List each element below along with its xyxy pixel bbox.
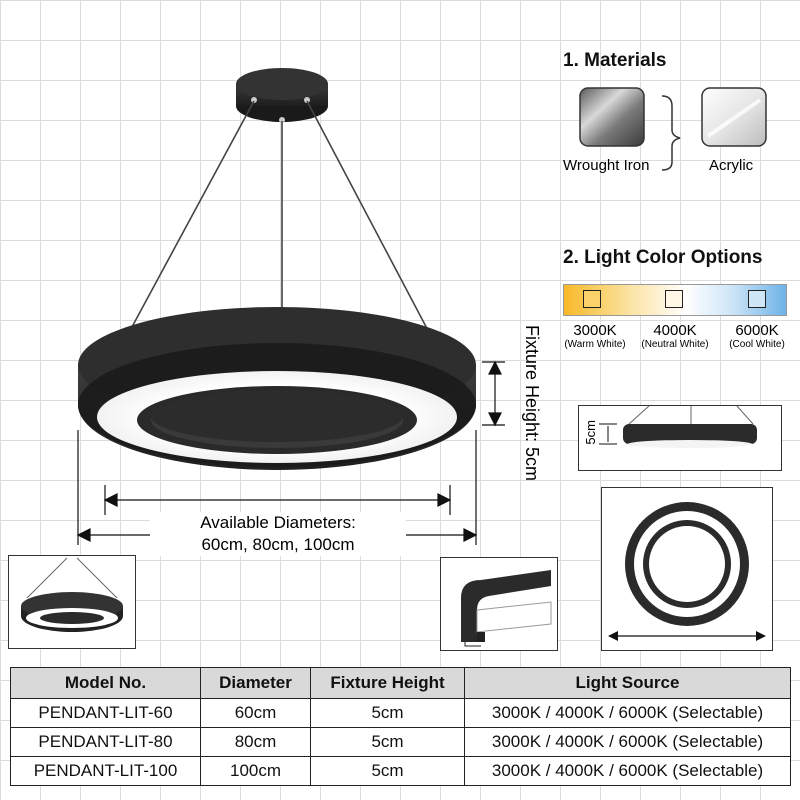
bracket-connector: [661, 95, 681, 171]
bottom-view-illustration: [608, 502, 766, 641]
acrylic-texture-icon: [701, 87, 767, 147]
color-option-6000k: 6000K (Cool White): [716, 322, 798, 350]
cell-diameter: 100cm: [200, 756, 311, 786]
header-model: Model No.: [10, 667, 201, 699]
spec-table: Model No. Diameter Fixture Height Light …: [10, 667, 791, 786]
perspective-view-box: [8, 555, 136, 649]
side-view-illustration: [599, 405, 757, 448]
bottom-view-box: [601, 487, 773, 651]
side-view-box: 5cm: [578, 405, 782, 471]
side-view-height-label: 5cm: [583, 420, 598, 445]
cell-light-source: 3000K / 4000K / 6000K (Selectable): [464, 698, 791, 728]
cell-height: 5cm: [310, 727, 465, 757]
table-row: PENDANT-LIT-100 100cm 5cm 3000K / 4000K …: [10, 756, 791, 786]
color-option-4000k: 4000K (Neutral White): [632, 322, 718, 350]
perspective-view-illustration: [21, 557, 123, 632]
cell-light-source: 3000K / 4000K / 6000K (Selectable): [464, 756, 791, 786]
header-light-source: Light Source: [464, 667, 791, 699]
cell-model: PENDANT-LIT-100: [10, 756, 201, 786]
cross-section-illustration: [461, 570, 552, 647]
diameters-label: Available Diameters: 60cm, 80cm, 100cm: [150, 512, 406, 556]
header-diameter: Diameter: [200, 667, 311, 699]
cell-light-source: 3000K / 4000K / 6000K (Selectable): [464, 727, 791, 757]
temp-label: 4000K: [653, 322, 697, 339]
table-header-row: Model No. Diameter Fixture Height Light …: [10, 667, 791, 699]
cell-model: PENDANT-LIT-80: [10, 727, 201, 757]
header-fixture-height: Fixture Height: [310, 667, 465, 699]
cell-diameter: 60cm: [200, 698, 311, 728]
temp-desc: (Warm White): [564, 339, 626, 350]
temp-label: 6000K: [735, 322, 779, 339]
table-row: PENDANT-LIT-60 60cm 5cm 3000K / 4000K / …: [10, 698, 791, 728]
ceiling-canopy: [236, 68, 328, 123]
height-dimension-arrow: [482, 360, 505, 427]
cell-model: PENDANT-LIT-60: [10, 698, 201, 728]
cell-diameter: 80cm: [200, 727, 311, 757]
cross-section-box: [440, 557, 558, 651]
temp-desc: (Neutral White): [641, 339, 709, 350]
materials-heading: 1. Materials: [563, 50, 667, 71]
swatch-3000k: [583, 290, 601, 308]
table-row: PENDANT-LIT-80 80cm 5cm 3000K / 4000K / …: [10, 727, 791, 757]
color-option-3000k: 3000K (Warm White): [553, 322, 637, 350]
diameters-label-line1: Available Diameters:: [200, 513, 356, 532]
metal-texture-icon: [579, 87, 645, 147]
material-label-acrylic: Acrylic: [709, 157, 754, 174]
swatch-4000k: [665, 290, 683, 308]
diameters-label-line2: 60cm, 80cm, 100cm: [201, 535, 355, 554]
fixture-height-label: Fixture Height: 5cm: [522, 325, 542, 482]
temp-label: 3000K: [573, 322, 617, 339]
pendant-ring: [78, 307, 476, 470]
swatch-6000k: [748, 290, 766, 308]
cell-height: 5cm: [310, 698, 465, 728]
cell-height: 5cm: [310, 756, 465, 786]
material-label-wrought-iron: Wrought Iron: [563, 157, 650, 174]
spec-table-container: Model No. Diameter Fixture Height Light …: [10, 667, 791, 786]
temp-desc: (Cool White): [729, 339, 785, 350]
light-color-heading: 2. Light Color Options: [563, 247, 763, 268]
